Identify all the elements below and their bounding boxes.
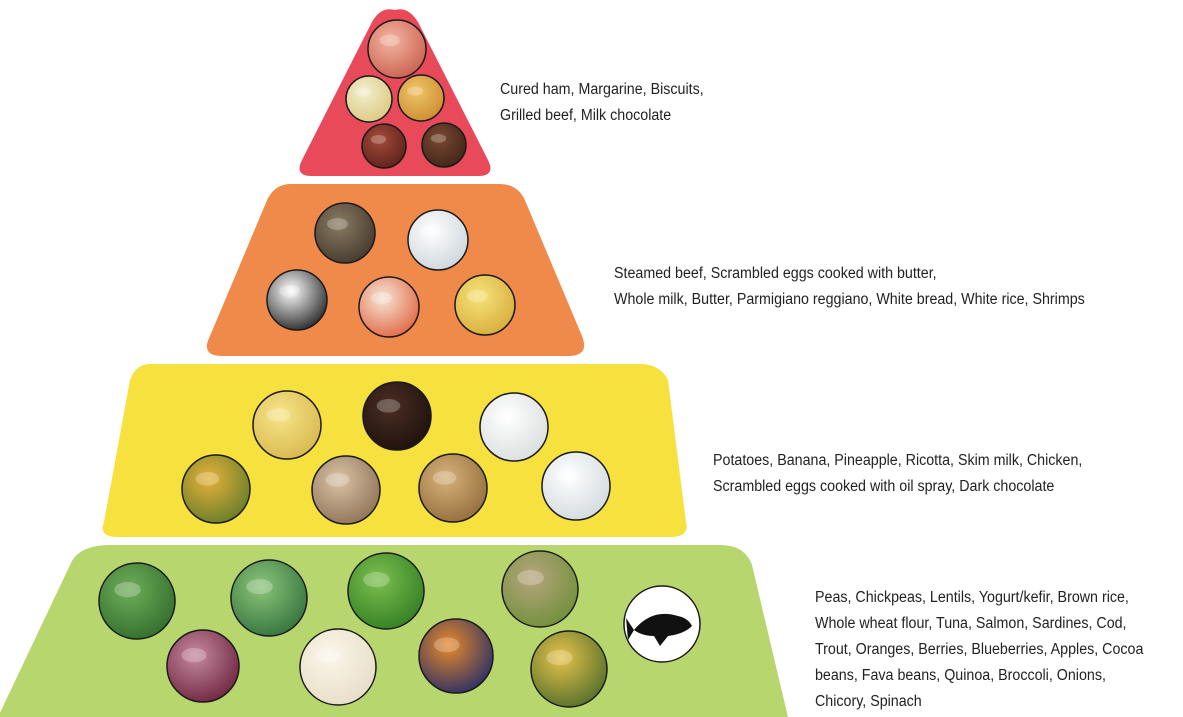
cured-ham-icon: [368, 20, 426, 78]
grilled-beef-icon: [362, 124, 406, 168]
tier-3-food-list: Potatoes, Banana, Pineapple, Ricotta, Sk…: [713, 448, 1082, 500]
legumes-icon: [502, 551, 578, 627]
milk-chocolate-icon: [422, 123, 466, 167]
pyramid-tier-3: [103, 364, 687, 537]
tier-1-line-2: Grilled beef, Milk chocolate: [500, 103, 704, 129]
yogurt-icon: [300, 629, 376, 705]
dark-chocolate-icon: [363, 382, 431, 450]
tier-2-food-list: Steamed beef, Scrambled eggs cooked with…: [614, 261, 1085, 313]
whole-milk-icon: [408, 210, 468, 270]
fish-silhouette-icon: [624, 586, 700, 662]
oranges-berries-icon: [419, 619, 493, 693]
white-rice-icon: [267, 270, 327, 330]
broccoli-icon: [348, 553, 424, 629]
tier-3-line-1: Potatoes, Banana, Pineapple, Ricotta, Sk…: [713, 448, 1082, 474]
margarine-icon: [346, 76, 392, 122]
tier-2-line-1: Steamed beef, Scrambled eggs cooked with…: [614, 261, 1085, 287]
ricotta-icon: [480, 393, 548, 461]
skim-milk-icon: [542, 452, 610, 520]
spinach-icon: [231, 560, 307, 636]
pineapple-icon: [182, 455, 250, 523]
tier-3-line-2: Scrambled eggs cooked with oil spray, Da…: [713, 474, 1082, 500]
biscuits-icon: [398, 75, 444, 121]
green-beans-icon: [99, 563, 175, 639]
tier-2-line-2: Whole milk, Butter, Parmigiano reggiano,…: [614, 287, 1085, 313]
tier-1-line-1: Cured ham, Margarine, Biscuits,: [500, 77, 704, 103]
onions-icon: [167, 630, 239, 702]
olive-oil-icon: [531, 631, 607, 707]
steamed-beef-icon: [315, 203, 375, 263]
pyramid-tier-4: [0, 545, 788, 717]
pyramid-tier-1: [300, 9, 491, 176]
scrambled-eggs-butter-icon: [455, 275, 515, 335]
tier-1-food-list: Cured ham, Margarine, Biscuits, Grilled …: [500, 77, 704, 129]
tier-4-food-list: Peas, Chickpeas, Lentils, Yogurt/kefir, …: [815, 585, 1157, 715]
shrimps-icon: [359, 277, 419, 337]
pyramid-tier-2: [207, 184, 584, 356]
scrambled-eggs-oil-icon: [253, 391, 321, 459]
chicken-icon: [312, 456, 380, 524]
potatoes-icon: [419, 454, 487, 522]
